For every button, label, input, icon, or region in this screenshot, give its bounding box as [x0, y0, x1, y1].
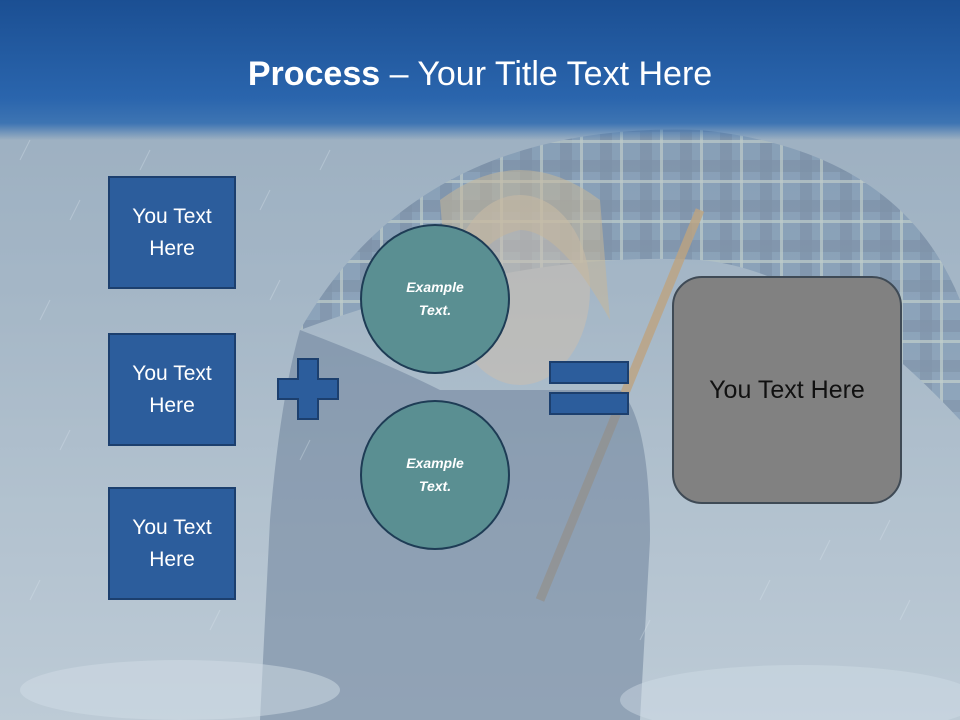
title-bold: Process — [247, 55, 381, 93]
header-bar — [0, 0, 960, 140]
text-box-label: You Text Here — [132, 515, 212, 571]
example-circle-1[interactable]: Example Text. — [360, 224, 510, 374]
text-box-1[interactable]: You Text Here — [108, 176, 236, 289]
result-label: You Text Here — [709, 375, 865, 404]
example-circle-2[interactable]: Example Text. — [360, 400, 510, 550]
circle-label: Example Text. — [406, 455, 464, 494]
text-box-label: You Text Here — [132, 204, 212, 260]
text-box-2[interactable]: You Text Here — [108, 333, 236, 446]
equals-icon — [549, 361, 629, 415]
text-box-3[interactable]: You Text Here — [108, 487, 236, 600]
text-box-label: You Text Here — [132, 361, 212, 417]
result-box[interactable]: You Text Here — [672, 276, 902, 504]
circle-label: Example Text. — [406, 279, 464, 318]
plus-icon — [277, 358, 339, 420]
page-title: Process – Your Title Text Here — [0, 52, 960, 96]
title-rest: – Your Title Text Here — [380, 55, 713, 93]
